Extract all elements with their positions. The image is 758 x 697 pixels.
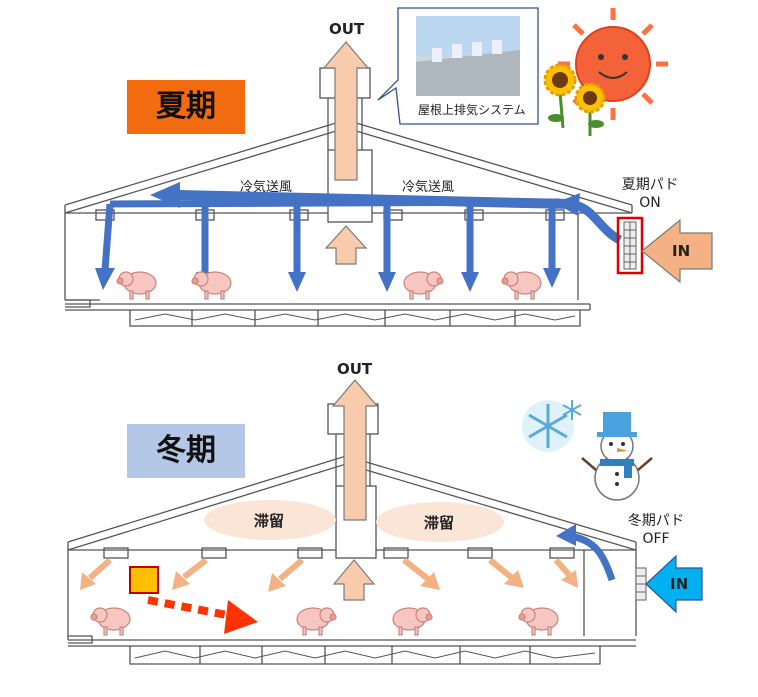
- summer-pad-label-line2: ON: [639, 195, 661, 211]
- pig-icon: [518, 607, 559, 636]
- summer-out-label: OUT: [329, 20, 365, 38]
- airflow-label-right: 冷気送風: [402, 180, 455, 195]
- summer-pad: [616, 216, 644, 275]
- stagnation-zone-left: [204, 500, 336, 540]
- pig-icons: [90, 271, 559, 636]
- winter-in-airflow: [556, 524, 616, 582]
- winter-warm-airflow: [80, 557, 578, 592]
- photo-caption: 屋根上排気システム: [418, 103, 526, 117]
- winter-in-label: IN: [670, 575, 689, 593]
- airflow-label-left: 冷気送風: [240, 180, 293, 195]
- winter-rise-arrow: [332, 559, 376, 601]
- winter-in-arrow: [645, 554, 703, 614]
- summer-in-arrow: [641, 218, 713, 284]
- sun-icon: [558, 8, 668, 120]
- sunflower-icon: [543, 63, 606, 136]
- pig-icon: [403, 271, 444, 300]
- stagnation-label-left: 滞留: [254, 512, 285, 530]
- summer-season-badge: 夏期: [127, 80, 245, 134]
- summer-season-label: 夏期: [156, 89, 216, 124]
- winter-pad-label: 冬期パド OFF: [616, 512, 696, 548]
- winter-pad-label-line2: OFF: [642, 531, 670, 547]
- warm-air-flow-arrow: [147, 596, 258, 634]
- summer-rise-arrow: [324, 225, 368, 265]
- winter-out-arrow: [331, 379, 379, 521]
- summer-pad-label-line1: 夏期パド: [621, 177, 679, 193]
- summer-out-arrow: [322, 41, 370, 181]
- winter-pad: [635, 567, 647, 601]
- snowman-icon: [581, 412, 653, 501]
- pig-icon: [392, 607, 433, 636]
- summer-pad-label: 夏期パド ON: [610, 176, 690, 212]
- snowflake-icon: [522, 400, 582, 452]
- pig-icon: [501, 271, 542, 300]
- pig-icon: [296, 607, 337, 636]
- heater-icon: [129, 566, 159, 594]
- winter-season-label: 冬期: [156, 433, 216, 468]
- stagnation-zone-right: [376, 502, 504, 542]
- exhaust-photo-callout: [377, 7, 539, 125]
- winter-out-label: OUT: [337, 360, 373, 378]
- winter-season-badge: 冬期: [127, 424, 245, 478]
- pig-icon: [116, 271, 157, 300]
- pig-icon: [90, 607, 131, 636]
- winter-pad-label-line1: 冬期パド: [627, 513, 685, 529]
- summer-cold-airflow: [95, 182, 623, 292]
- pig-icon: [191, 271, 232, 300]
- stagnation-label-right: 滞留: [424, 514, 455, 532]
- summer-in-label: IN: [672, 242, 691, 260]
